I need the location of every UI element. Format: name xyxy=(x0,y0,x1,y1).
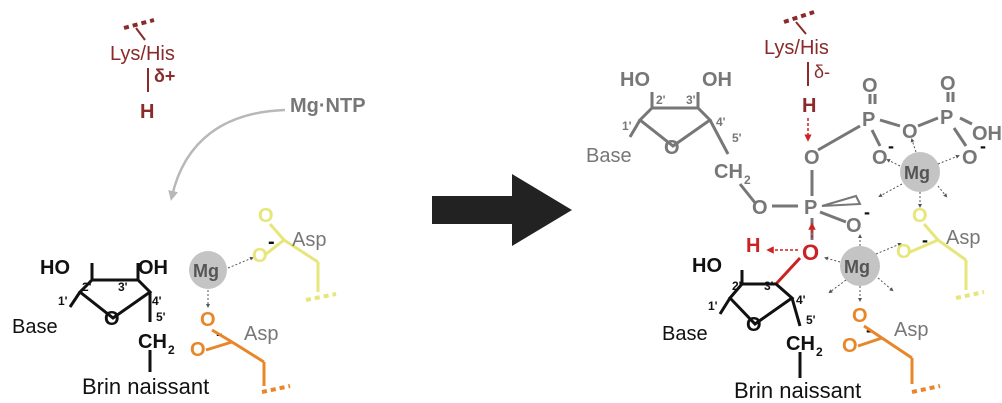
right-o-p2-top: O xyxy=(940,73,956,95)
right-triphosphate: P O O - P O O - O P O OH xyxy=(804,73,1002,240)
left-c4: 4' xyxy=(152,294,162,308)
left-curved-arrow xyxy=(168,108,286,201)
right-ntp-oh: OH xyxy=(702,69,732,91)
right-o-attack: O xyxy=(802,240,819,265)
left-mg-circle xyxy=(189,251,227,289)
right-ntp-c5: 5' xyxy=(732,131,742,145)
right-asp-top-label: Asp xyxy=(946,227,980,249)
right-mg-bottom: Mg xyxy=(844,257,870,277)
left-substrate-label: Mg·NTP xyxy=(290,95,366,117)
right-p-beta: P xyxy=(862,109,875,131)
right-ntp-ribose: HO OH 2' 3' 1' 4' 5' O Base CH 2 O xyxy=(586,69,798,219)
left-caption: Brin naissant xyxy=(82,374,209,399)
right-ho: HO xyxy=(692,255,722,277)
right-hydrogen: H xyxy=(802,95,816,117)
right-asp-top-o2: O xyxy=(896,241,912,263)
right-ntp-c1: 1' xyxy=(622,119,632,133)
right-m3: - xyxy=(980,136,986,156)
right-p-alpha: P xyxy=(804,197,817,219)
right-m1: - xyxy=(864,202,870,222)
right-panel: Lys/His δ- H HO OH 2' 3' 1' 4' 5' O Base… xyxy=(586,10,1002,403)
left-lys-his: Lys/His δ+ H xyxy=(110,18,175,123)
right-mg-bottom-circle xyxy=(840,246,880,286)
right-ch: CH xyxy=(786,333,815,355)
left-charge: δ+ xyxy=(154,66,175,86)
right-o-bridge2: O xyxy=(902,121,918,143)
right-charge: δ- xyxy=(814,62,830,82)
left-c1: 1' xyxy=(58,294,68,308)
left-asp-bottom: O - O Asp xyxy=(190,309,291,394)
left-ch-sub: 2 xyxy=(168,343,175,357)
left-asp-top-label: Asp xyxy=(292,229,326,251)
right-ntp-ch-sub: 2 xyxy=(744,173,751,187)
right-o-m1: O xyxy=(846,215,862,237)
right-h-attack: H xyxy=(746,235,760,257)
left-residue-label: Lys/His xyxy=(110,43,175,65)
right-asp-bottom-o1: O xyxy=(852,305,868,327)
right-c2: 2' xyxy=(732,279,742,293)
right-o-bridge1: O xyxy=(804,147,820,169)
left-asp-top-minus: - xyxy=(268,231,275,253)
left-ring-o: O xyxy=(104,308,120,330)
right-o-end: OH xyxy=(972,123,1002,145)
left-c3: 3' xyxy=(118,280,128,294)
right-o-ester: O xyxy=(752,197,768,219)
right-base: Base xyxy=(662,323,708,345)
right-ring-o: O xyxy=(746,314,762,336)
right-p-gamma: P xyxy=(940,107,953,129)
right-asp-bottom-o2: O xyxy=(842,335,858,357)
right-ntp-ho: HO xyxy=(620,69,650,91)
left-ch: CH xyxy=(138,331,167,353)
right-c1: 1' xyxy=(708,299,718,313)
right-mg-top: Mg xyxy=(904,163,930,183)
right-o-m2: O xyxy=(872,147,888,169)
right-asp-top-minus: - xyxy=(922,230,928,250)
left-asp-bottom-o2: O xyxy=(190,339,206,361)
right-asp-bottom: O - O Asp xyxy=(842,305,941,394)
right-asp-top: O - O Asp xyxy=(896,205,985,300)
left-hydrogen: H xyxy=(140,101,154,123)
right-asp-top-o1: O xyxy=(912,205,928,227)
left-asp-top-o1: O xyxy=(258,205,274,227)
right-c5: 5' xyxy=(806,313,816,327)
right-ntp-c4: 4' xyxy=(716,115,726,129)
right-asp-bottom-label: Asp xyxy=(894,319,928,341)
left-asp-top-o2: O xyxy=(252,245,268,267)
right-c3: 3' xyxy=(764,279,774,293)
left-ho: HO xyxy=(40,257,70,279)
right-ribose: H O HO 2' 3' 1' 4' 5' O Base CH 2 xyxy=(662,222,823,378)
left-asp-bottom-o1: O xyxy=(200,309,216,331)
right-ntp-c2: 2' xyxy=(656,93,666,107)
right-mg-top-circle xyxy=(900,152,940,192)
right-c4: 4' xyxy=(796,293,806,307)
left-ribose: HO OH 2' 3' 1' 4' 5' O Base CH 2 xyxy=(12,257,175,372)
right-o-p1-top: O xyxy=(862,75,878,97)
right-ch-sub: 2 xyxy=(816,345,823,359)
left-mg: Mg xyxy=(193,261,219,281)
left-asp-top: O - O Asp xyxy=(252,205,337,302)
left-oh: OH xyxy=(138,257,168,279)
left-c5: 5' xyxy=(156,310,166,324)
right-lys-his: Lys/His δ- H xyxy=(764,10,830,142)
right-mg-coordination xyxy=(824,138,960,302)
left-asp-bottom-label: Asp xyxy=(244,323,278,345)
right-ntp-ring-o: O xyxy=(664,137,680,159)
right-ntp-c3: 3' xyxy=(686,93,696,107)
left-c2: 2' xyxy=(82,280,92,294)
right-caption: Brin naissant xyxy=(734,378,861,403)
right-ntp-ch: CH xyxy=(714,161,743,183)
right-ntp-base: Base xyxy=(586,145,632,167)
right-o-end-minus: O xyxy=(962,147,978,169)
reaction-arrow xyxy=(432,174,572,246)
left-base: Base xyxy=(12,316,58,338)
right-residue-label: Lys/His xyxy=(764,37,829,59)
left-panel: Lys/His δ+ H Mg·NTP HO OH 2' 3' 1' 4' 5'… xyxy=(12,18,366,399)
right-m2: - xyxy=(888,136,894,156)
